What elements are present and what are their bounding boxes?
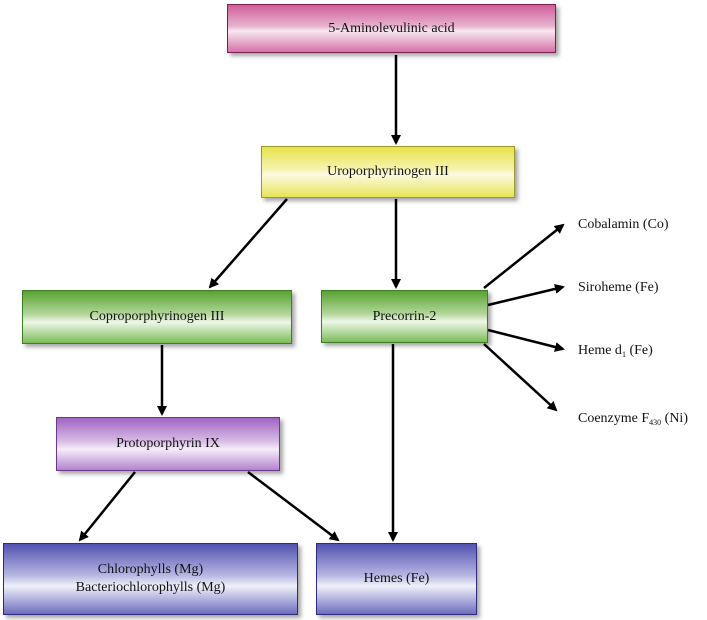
heme-d1-suffix: (Fe) <box>625 343 653 358</box>
product-coenzyme-f430: Coenzyme F430 (Ni) <box>578 410 688 428</box>
product-siroheme: Siroheme (Fe) <box>578 280 659 295</box>
node-hemes: Hemes (Fe) <box>316 543 477 615</box>
arrow-to-siroheme <box>487 284 565 307</box>
f430-subscript: 430 <box>649 418 662 427</box>
arrow-uro-to-copro <box>208 198 288 289</box>
node-protoporphyrin-ix: Protoporphyrin IX <box>56 417 280 471</box>
node-label: Uroporphyrinogen III <box>327 164 449 179</box>
arrow-proto-to-hemes <box>247 471 340 542</box>
arrow-to-f430 <box>483 343 558 412</box>
arrow-proto-to-chloro <box>78 471 136 542</box>
node-label: Protoporphyrin IX <box>116 436 220 451</box>
arrow-to-cobalamin <box>483 223 565 289</box>
product-heme-d1: Heme d1 (Fe) <box>578 342 653 360</box>
node-label: Hemes (Fe) <box>363 571 430 586</box>
f430-suffix: (Ni) <box>661 411 688 426</box>
node-label: Precorrin-2 <box>372 308 437 324</box>
arrow-to-heme-d1 <box>487 328 565 352</box>
heme-d1-prefix: Heme d <box>578 343 622 358</box>
f430-prefix: Coenzyme F <box>578 411 650 426</box>
chlorophylls-label: Chlorophylls (Mg) <box>97 562 204 577</box>
node-5-aminolevulinic-acid: 5-Aminolevulinic acid <box>227 4 556 53</box>
node-precorrin-2: Precorrin-2 <box>321 290 488 343</box>
node-uroporphyrinogen-iii: Uroporphyrinogen III <box>261 146 515 198</box>
node-label: Coproporphyrinogen III <box>89 309 225 324</box>
node-label: 5-Aminolevulinic acid <box>328 20 455 36</box>
product-cobalamin: Cobalamin (Co) <box>578 217 669 232</box>
bacteriochlorophylls-label: Bacteriochlorophylls (Mg) <box>75 580 226 595</box>
node-coproporphyrinogen-iii: Coproporphyrinogen III <box>22 290 292 344</box>
node-chlorophylls: Chlorophylls (Mg) Bacteriochlorophylls (… <box>3 543 298 615</box>
heme-d1-subscript: 1 <box>621 350 626 359</box>
